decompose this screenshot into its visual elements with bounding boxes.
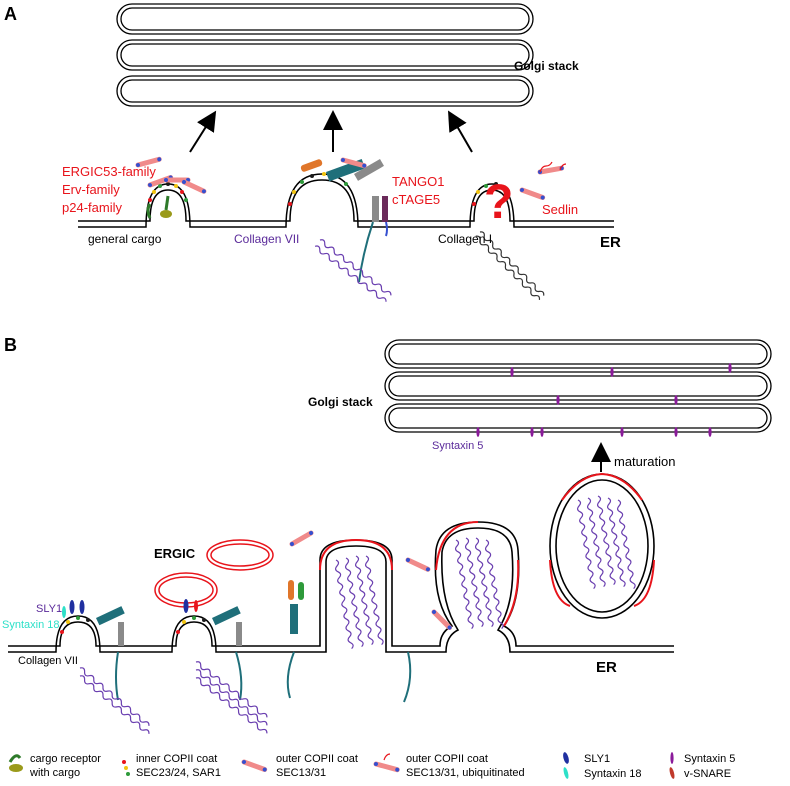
ubiquitinated-coat-a <box>519 161 566 200</box>
receptor-labels: ERGIC53-family Erv-family p24-family <box>62 164 156 215</box>
collagen-bundle-bud2 <box>453 537 505 630</box>
golgi-stack-b <box>384 339 772 433</box>
tall-bud-2 <box>420 521 674 653</box>
er-label-b: ER <box>596 659 617 676</box>
legend-outer-coat-line1: outer COPII coat <box>276 753 358 765</box>
legend-outer-coat-line2: SEC13/31 <box>276 767 326 779</box>
tango-neck-b1 <box>286 580 412 703</box>
legend-cargo-receptor-line2: with cargo <box>29 767 80 779</box>
sedlin-label: Sedlin <box>542 202 578 217</box>
inner-coat-bud3 <box>472 182 508 206</box>
legend-outer-coat-ub: outer COPII coat SEC13/31, ubiquitinated <box>374 753 525 779</box>
legend-sly1: SLY1 <box>584 753 610 765</box>
collagen-bundle-bud1 <box>333 555 385 650</box>
collagen-i-label: Collagen I <box>438 232 492 246</box>
general-cargo-label: general cargo <box>88 232 162 246</box>
receptor-label-ergic53: ERGIC53-family <box>62 164 156 179</box>
free-outer-coat-b1 <box>289 530 314 546</box>
receptor-label-erv: Erv-family <box>62 182 120 197</box>
panel-a-label: A <box>4 4 17 24</box>
legend-inner-coat: inner COPII coat SEC23/24, SAR1 <box>122 753 221 779</box>
cargo-receptor-bud1 <box>146 195 172 219</box>
coat-complex-b2 <box>176 599 269 736</box>
legend-inner-coat-line1: inner COPII coat <box>136 753 217 765</box>
transport-arrows-a <box>189 110 473 153</box>
legend: cargo receptor with cargo inner COPII co… <box>8 752 735 780</box>
ergic-label: ERGIC <box>154 546 196 561</box>
er-label-a: ER <box>600 234 621 251</box>
detached-carrier <box>549 472 655 619</box>
legend-cargo-receptor: cargo receptor with cargo <box>8 753 101 779</box>
collagen-vii-label-b: Collagen VII <box>18 655 78 667</box>
maturation-label: maturation <box>614 454 675 469</box>
legend-syntaxin18: Syntaxin 18 <box>584 768 641 780</box>
er-membrane-b <box>8 615 300 653</box>
legend-outer-coat-ub-line1: outer COPII coat <box>406 753 488 765</box>
legend-outer-coat-ub-line2: SEC13/31, ubiquitinated <box>406 767 525 779</box>
legend-outer-coat: outer COPII coat SEC13/31 <box>241 753 358 779</box>
panel-a: A Golgi stack <box>4 3 621 304</box>
inner-coat-bud1 <box>148 182 188 202</box>
syntaxin18-label: Syntaxin 18 <box>2 619 59 631</box>
legend-stx5-vsnare: Syntaxin 5 v-SNARE <box>669 752 735 780</box>
legend-vsnare: v-SNARE <box>684 768 731 780</box>
collagen-vii-label-a: Collagen VII <box>234 232 299 246</box>
free-outer-coat-b2 <box>405 557 430 572</box>
ctage5-label: cTAGE5 <box>392 192 440 207</box>
legend-sly1-stx18: SLY1 Syntaxin 18 <box>563 752 641 780</box>
golgi-stack-a <box>116 3 534 107</box>
collagen-bundle-carrier <box>575 495 637 590</box>
golgi-label-b: Golgi stack <box>308 395 373 409</box>
tall-bud-1 <box>300 538 420 653</box>
sly1-label: SLY1 <box>36 603 62 615</box>
tango1-label: TANGO1 <box>392 174 445 189</box>
syntaxin5-label-b: Syntaxin 5 <box>432 440 483 452</box>
panel-b-label: B <box>4 335 17 355</box>
collagen-vii-helix-a <box>313 237 393 304</box>
inner-coat-bud2 <box>288 172 348 206</box>
legend-cargo-receptor-line1: cargo receptor <box>30 753 101 765</box>
legend-syntaxin5: Syntaxin 5 <box>684 753 735 765</box>
receptor-label-p24: p24-family <box>62 200 122 215</box>
legend-inner-coat-line2: SEC23/24, SAR1 <box>136 767 221 779</box>
question-mark: ? <box>484 176 513 229</box>
coat-complex-b1 <box>60 600 151 736</box>
panel-b: B Golgi stack Syntaxin 5 maturation ERGI… <box>2 335 772 736</box>
golgi-label-a: Golgi stack <box>514 59 579 73</box>
